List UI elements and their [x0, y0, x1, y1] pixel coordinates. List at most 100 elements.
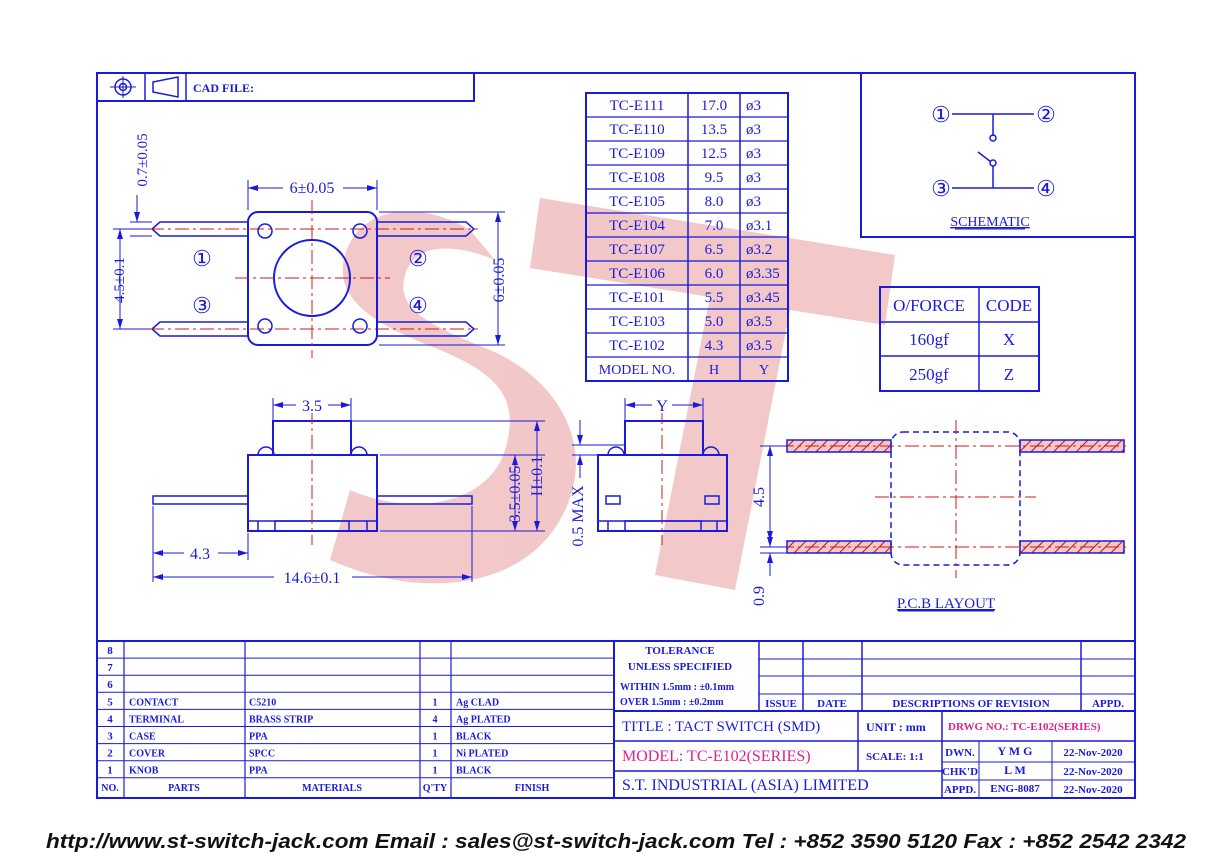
parts-qty: 1 [433, 732, 438, 743]
parts-header-cell: NO. [101, 783, 119, 794]
side-view-profile: Y 0.5 MAX [570, 395, 728, 547]
model-cell: ø3 [746, 122, 761, 138]
parts-name: CONTACT [129, 697, 179, 708]
tolerance-l3: WITHIN 1.5mm : ±0.1mm [620, 682, 735, 693]
model-header-cell: MODEL NO. [599, 363, 675, 378]
chk-date: 22-Nov-2020 [1063, 766, 1123, 778]
parts-material: BRASS STRIP [249, 714, 313, 725]
model-cell: 17.0 [701, 98, 727, 114]
dim-side-max: 0.5 MAX [570, 485, 587, 547]
schematic-pin-3: ③ [931, 176, 951, 201]
parts-no: 1 [107, 765, 113, 777]
tolerance-l2: UNLESS SPECIFIED [628, 661, 732, 673]
appd-label: APPD. [944, 784, 976, 796]
tolerance-l4: OVER 1.5mm : ±0.2mm [620, 697, 724, 708]
rev-issue: ISSUE [765, 698, 797, 710]
dim-pcb-pitch: 4.5 [751, 487, 768, 507]
cad-file-label: CAD FILE: [193, 81, 254, 95]
rev-appd: APPD. [1092, 698, 1124, 710]
model-cell: ø3 [746, 146, 761, 162]
model-cell: TC-E107 [609, 242, 665, 258]
parts-finish: Ni PLATED [456, 749, 508, 760]
model-cell: ø3.1 [746, 218, 772, 234]
dwn-value: Y M G [998, 744, 1033, 758]
dim-total-len: 14.6±0.1 [284, 570, 341, 587]
parts-finish: BLACK [456, 732, 492, 743]
scale-text: SCALE: 1:1 [866, 751, 924, 763]
dim-top-height: 6±0.05 [491, 258, 508, 303]
parts-name: COVER [129, 749, 166, 760]
dim-pcb-pad: 0.9 [751, 586, 768, 606]
model-cell: TC-E103 [609, 314, 665, 330]
appd-date: 22-Nov-2020 [1063, 784, 1123, 796]
parts-no: 2 [107, 748, 113, 760]
schematic-label: SCHEMATIC [950, 215, 1029, 230]
model-header-cell: Y [759, 363, 769, 378]
code-z: Z [1004, 365, 1014, 384]
dim-body-side: 3.5 [302, 398, 322, 415]
chk-value: L M [1004, 763, 1026, 777]
dim-side-y: Y [656, 398, 668, 415]
model-cell: 9.5 [705, 170, 724, 186]
model-cell: 13.5 [701, 122, 727, 138]
model-cell: 6.0 [705, 266, 724, 282]
parts-name: CASE [129, 732, 156, 743]
force-160: 160gf [909, 330, 949, 349]
schematic-pin-4: ④ [1036, 176, 1056, 201]
model-cell: TC-E105 [609, 194, 665, 210]
model-cell: TC-E106 [609, 266, 665, 282]
model-header-cell: H [709, 363, 719, 378]
rev-desc: DESCRIPTIONS OF REVISION [892, 698, 1049, 710]
model-cell: ø3.5 [746, 338, 772, 354]
force-table: O/FORCE CODE 160gf X 250gf Z [879, 286, 1040, 392]
parts-header-cell: PARTS [168, 783, 200, 794]
parts-qty: 1 [433, 697, 438, 708]
schematic-pin-2: ② [1036, 102, 1056, 127]
parts-finish: Ag CLAD [456, 697, 499, 708]
model-cell: 5.0 [705, 314, 724, 330]
parts-header-cell: Q'TY [423, 783, 448, 794]
company-name: S.T. INDUSTRIAL (ASIA) LIMITED [622, 777, 869, 794]
dim-pin-pitch: 4.5±0.1 [112, 257, 128, 303]
model-cell: TC-E104 [609, 218, 665, 234]
force-250: 250gf [909, 365, 949, 384]
appd-value: ENG-8087 [990, 783, 1040, 795]
model-cell: TC-E102 [609, 338, 665, 354]
drwg-no: DRWG NO.: TC-E102(SERIES) [948, 721, 1101, 733]
dim-plunger-h: H±0.1 [529, 456, 546, 496]
dim-body-height: 3.5±0.05 [507, 466, 524, 523]
parts-header-cell: FINISH [515, 783, 550, 794]
model-cell: 6.5 [705, 242, 724, 258]
code-x: X [1003, 330, 1015, 349]
pin-label-4: ④ [408, 293, 428, 318]
parts-name: KNOB [129, 766, 159, 777]
parts-finish: Ag PLATED [456, 714, 511, 725]
side-view-front: 3.5 3.5±0.05 H±0.1 4.3 14.6±0.1 [152, 395, 546, 587]
parts-no: 3 [107, 731, 113, 743]
parts-no: 5 [107, 696, 113, 708]
model-cell: ø3.5 [746, 314, 772, 330]
pcb-layout: 4.5 0.9 P.C.B LAYOUT [751, 420, 1130, 612]
parts-qty: 1 [433, 749, 438, 760]
parts-no: 7 [107, 662, 113, 674]
model-cell: TC-E109 [609, 146, 665, 162]
model-cell: ø3 [746, 170, 761, 186]
schematic: ① ② ③ ④ SCHEMATIC [860, 72, 1136, 238]
model-cell: TC-E111 [610, 98, 665, 114]
top-view: ① ② ③ ④ 6±0.05 6±0.05 0.7±0.05 4.5±0.1 [112, 133, 508, 358]
model-cell: 7.0 [705, 218, 724, 234]
model-cell: TC-E108 [609, 170, 665, 186]
dwn-date: 22-Nov-2020 [1063, 747, 1123, 759]
tolerance-l1: TOLERANCE [645, 645, 714, 657]
pin-label-3: ③ [192, 293, 212, 318]
parts-material: C5210 [249, 697, 276, 708]
parts-material: SPCC [249, 749, 275, 760]
parts-material: PPA [249, 766, 268, 777]
code-header: CODE [986, 296, 1032, 315]
pin-label-1: ① [192, 246, 212, 271]
model-cell: ø3.2 [746, 242, 772, 258]
parts-qty: 1 [433, 766, 438, 777]
